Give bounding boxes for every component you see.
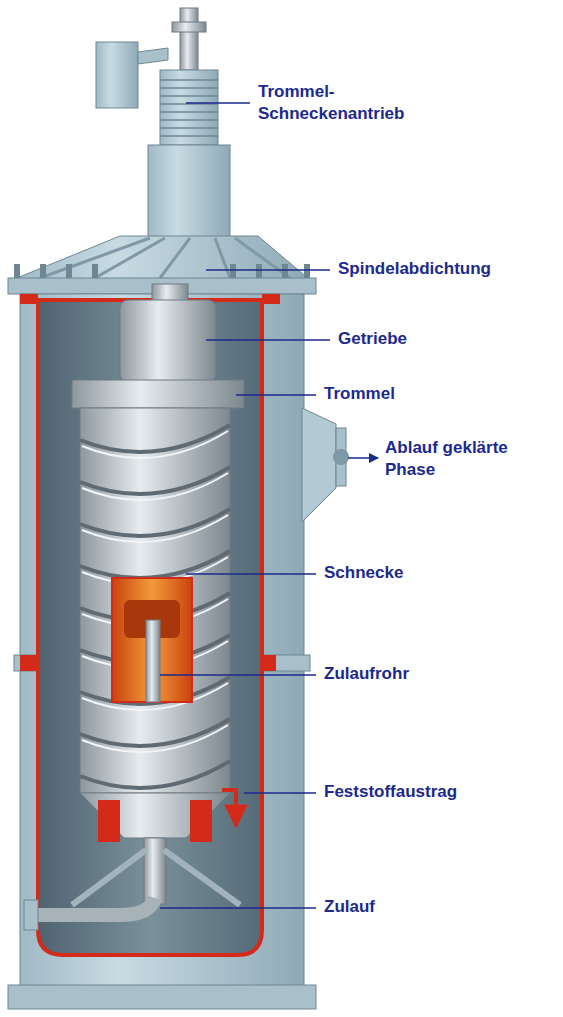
part-label: Zulaufrohr	[324, 663, 409, 685]
part-label: Zulauf	[324, 896, 375, 918]
part-label: Ablauf geklärte Phase	[385, 437, 550, 481]
part-label: Trommel- Schneckenantrieb	[258, 81, 404, 125]
part-label: Spindelabdichtung	[338, 258, 491, 280]
part-label: Trommel	[324, 383, 395, 405]
part-label: Schnecke	[324, 562, 403, 584]
part-label: Feststoffaustrag	[324, 781, 457, 803]
part-label: Getriebe	[338, 328, 407, 350]
